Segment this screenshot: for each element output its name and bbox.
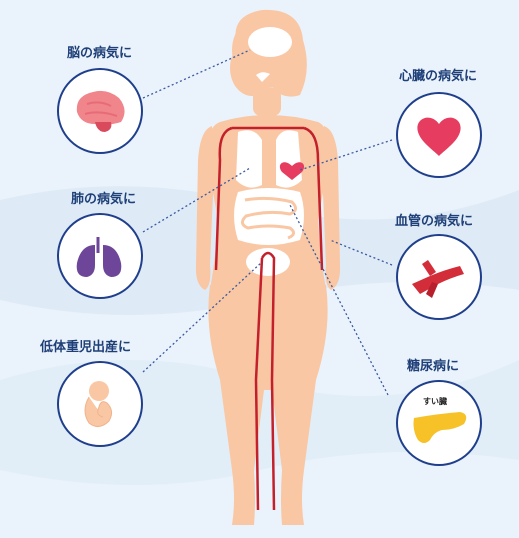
heart-circle	[396, 92, 482, 178]
blood-vessel-icon	[398, 236, 480, 318]
diabetes-circle: すい臓	[396, 380, 482, 466]
fetus-icon	[59, 363, 141, 445]
pancreas-icon	[398, 382, 480, 464]
vessel-circle	[396, 234, 482, 320]
diabetes-label: 糖尿病に	[407, 355, 459, 374]
left-lung-region	[236, 130, 262, 187]
right-lung-region	[276, 130, 302, 187]
lungs-icon	[59, 215, 141, 297]
heart-icon	[398, 94, 480, 176]
brain-icon	[59, 70, 141, 152]
lowbirth-circle	[57, 361, 143, 447]
lungs-circle	[57, 213, 143, 299]
heart-disease-label: 心臓の病気に	[399, 65, 477, 84]
lungs-disease-label: 肺の病気に	[71, 188, 136, 207]
brain-circle	[57, 68, 143, 154]
lowbirth-label: 低体重児出産に	[40, 336, 131, 355]
brain-region	[248, 27, 292, 57]
brain-disease-label: 脳の病気に	[67, 42, 132, 61]
vessel-disease-label: 血管の病気に	[395, 210, 473, 229]
